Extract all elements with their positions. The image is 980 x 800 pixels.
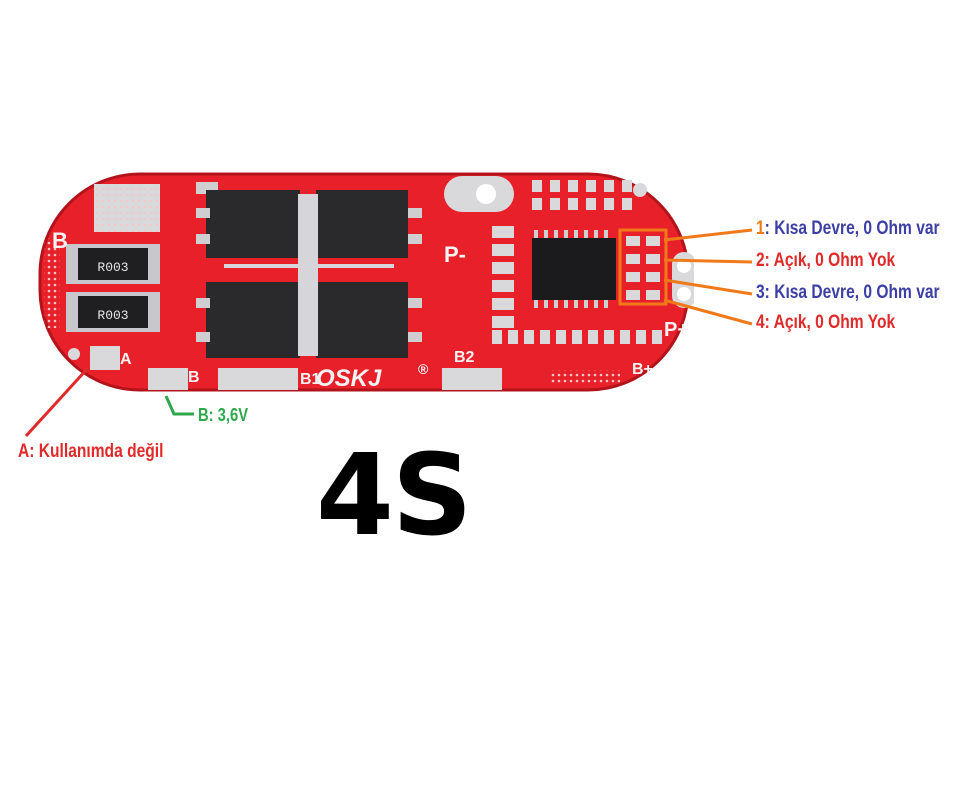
pad-b2 (442, 368, 502, 390)
left-resistor-column (492, 226, 514, 328)
resistor-top-label: R003 (97, 260, 128, 275)
silk-b-top: B (52, 228, 68, 253)
annotation-4-number: 4 (756, 312, 765, 333)
annotation-1-number: 1 (756, 218, 765, 239)
resistor-bottom-label: R003 (97, 308, 128, 323)
silk-b-plus: B+ (632, 361, 653, 378)
jumper-highlight-box (618, 228, 668, 306)
mosfet-2 (316, 190, 422, 258)
bms-board: R003 R003 (38, 172, 694, 392)
cell-count-title: 4S (316, 431, 473, 561)
annotation-3: 3: Kısa Devre, 0 Ohm var (756, 282, 940, 304)
silk-a: A (120, 351, 132, 368)
silk-p-minus: P- (444, 242, 466, 267)
annotation-3-number: 3 (756, 282, 765, 303)
bottom-passive-row (492, 330, 662, 344)
annotation-2-text: : Açık, 0 Ohm Yok (764, 250, 896, 271)
silk-b1: B1 (300, 371, 321, 388)
leader-b (164, 395, 194, 416)
annotation-4-text: : Açık, 0 Ohm Yok (764, 312, 896, 333)
pad-b1 (218, 368, 298, 390)
annotation-4: 4: Açık, 0 Ohm Yok (756, 312, 895, 334)
pin-b-label: B: 3,6V (198, 405, 249, 425)
silk-registered: ® (418, 361, 429, 377)
pad-b (148, 368, 188, 390)
silk-p-plus: P+ (664, 319, 689, 341)
pad-b-plus (550, 370, 620, 384)
top-passive-row (532, 180, 632, 210)
annotation-3-text: : Kısa Devre, 0 Ohm var (764, 282, 940, 303)
annotation-1: 1: Kısa Devre, 0 Ohm var (756, 218, 940, 240)
mosfet-4 (316, 282, 422, 358)
mosfet-3 (196, 282, 300, 358)
protection-ic (532, 230, 616, 308)
annotation-2: 2: Açık, 0 Ohm Yok (756, 250, 895, 272)
mosfet-bridge-pad (298, 194, 318, 356)
silk-b: B (188, 369, 200, 386)
silk-b2: B2 (454, 349, 475, 366)
mosfet-1 (196, 182, 300, 258)
pin-a-label: A: Kullanımda değil (18, 441, 164, 462)
annotation-2-number: 2 (756, 250, 765, 271)
sense-resistor-top (66, 244, 160, 284)
silk-brand: OSKJ (316, 365, 382, 392)
pad-a (90, 346, 120, 370)
jumper-resistor-block (626, 236, 660, 300)
annotation-1-text: : Kısa Devre, 0 Ohm var (764, 218, 940, 239)
sense-resistor-bottom (66, 292, 160, 332)
